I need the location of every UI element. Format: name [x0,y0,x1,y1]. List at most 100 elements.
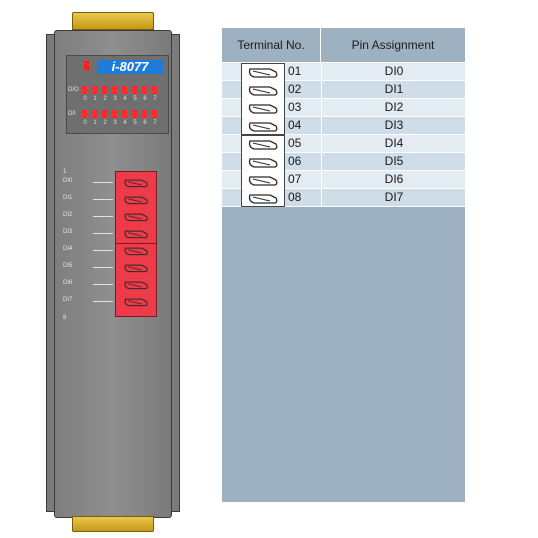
status-led [102,110,107,118]
terminal-number: 02 [288,82,302,96]
status-led [152,86,157,94]
status-led [132,110,137,118]
led-row [82,110,157,118]
wire-line [93,284,113,285]
header-pin-assignment: Pin Assignment [351,38,435,52]
terminal-screw-icon [247,156,279,169]
status-led [82,86,87,94]
input-label: DI6 [63,280,73,286]
led-channel-number: 5 [133,120,137,126]
terminal-screw-icon [247,192,279,205]
led-channel-number: 4 [123,96,127,102]
led-channel-number: 0 [83,120,87,126]
terminal-screw-icon [247,66,279,79]
wire-line [93,182,113,183]
status-led [152,110,157,118]
status-led [122,110,127,118]
status-led [122,86,127,94]
led-channel-number: 7 [153,96,157,102]
input-label: DI0 [63,178,73,184]
status-led [102,86,107,94]
table-header: Terminal No. Pin Assignment [222,28,465,63]
header-terminal-no: Terminal No. [222,28,321,62]
terminal-screw-icon [247,138,279,151]
led-channel-number: 0 [83,96,87,102]
terminal-block [115,171,157,317]
terminal-number: 07 [288,172,302,186]
terminal-strip [241,135,285,207]
input-label: DI5 [63,263,73,269]
led-channel-number: 3 [113,120,117,126]
wire-line [93,267,113,268]
wire-line [93,199,113,200]
led-channel-number: 4 [123,120,127,126]
input-label: DI7 [63,297,73,303]
led-row-label: D/O [68,87,79,93]
pin-assignment: DI4 [321,135,466,152]
terminal-screw-icon [247,120,279,133]
pin-mark-last: 8 [63,315,67,321]
status-led [112,110,117,118]
pin-mark-first: 1 [63,169,67,175]
terminal-screw [123,261,149,273]
status-led [142,110,147,118]
terminal-screw-icon [247,84,279,97]
pin-assignment: DI2 [321,99,466,116]
pin-assignment: DI5 [321,153,466,170]
terminal-number: 01 [288,64,302,78]
wire-line [93,250,113,251]
terminal-screw-icon [247,102,279,115]
terminal-number: 08 [288,190,302,204]
input-label: DI2 [63,212,73,218]
led-row [82,86,157,94]
pin-assignment: DI3 [321,117,466,134]
led-channel-number: 2 [103,120,107,126]
led-channel-number: 1 [93,96,97,102]
terminal-number: 04 [288,118,302,132]
status-led [142,86,147,94]
status-led [92,86,97,94]
led-channel-number: 5 [133,96,137,102]
led-channel-number: 6 [143,120,147,126]
terminal-screw [123,244,149,256]
pin-assignment-table: Terminal No. Pin Assignment 01 DI0 02 DI1 03… [222,28,465,502]
wire-line [93,233,113,234]
led-channel-number: 1 [93,120,97,126]
terminal-number: 03 [288,100,302,114]
model-badge: i-8077 [97,60,163,74]
status-led [92,110,97,118]
terminal-screw-icon [247,174,279,187]
status-led [82,110,87,118]
pin-assignment: DI1 [321,81,466,98]
pin-assignment: DI6 [321,171,466,188]
led-channel-number: 6 [143,96,147,102]
terminal-number: 06 [288,154,302,168]
input-label: DI4 [63,246,73,252]
terminal-screw [123,176,149,188]
terminal-number: 05 [288,136,302,150]
status-led [112,86,117,94]
input-label: DI3 [63,229,73,235]
wire-line [93,301,113,302]
bottom-din-clip [72,516,154,532]
led-row-label: D/I [68,111,76,117]
terminal-strip [241,63,285,135]
power-led [84,61,89,70]
pin-assignment: DI0 [321,63,466,80]
terminal-screw [123,278,149,290]
status-led [132,86,137,94]
pin-assignment: DI7 [321,189,466,206]
led-channel-number: 7 [153,120,157,126]
terminal-screw [123,210,149,222]
input-label: DI1 [63,195,73,201]
led-channel-number: 2 [103,96,107,102]
terminal-screw [123,193,149,205]
wire-line [93,216,113,217]
terminal-screw [123,295,149,307]
top-din-clip [72,12,154,30]
